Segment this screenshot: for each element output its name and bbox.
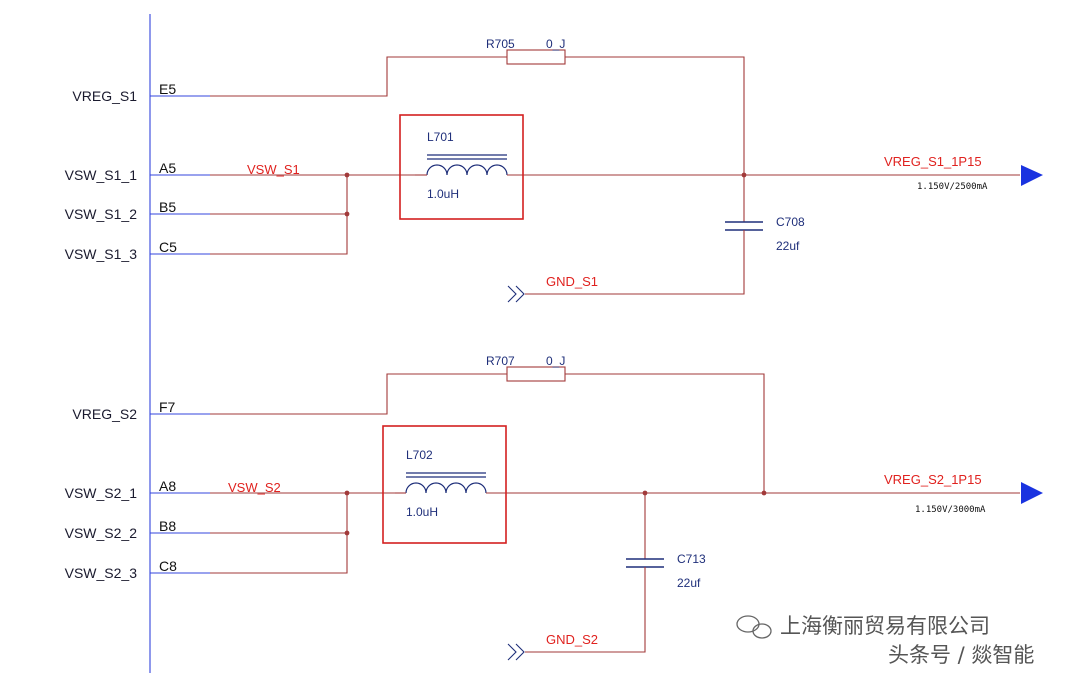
inductor-ref: L701 [427, 130, 454, 144]
resistor-r705 [506, 49, 566, 65]
junction-dot [344, 211, 350, 217]
ground-arrow-icon [515, 643, 525, 661]
pin-name: VREG_S2 [72, 406, 137, 422]
resistor-ref: R707 [486, 354, 515, 368]
output-arrow-icon [1021, 482, 1043, 504]
inductor-highlight-box [382, 425, 507, 544]
capacitor-value: 22uf [677, 576, 701, 590]
junction-dot [344, 172, 350, 178]
inductor-highlight-box [399, 114, 524, 220]
ground-arrow-icon [507, 285, 517, 303]
feedback-wire-s2 [210, 373, 507, 415]
pin-name: VSW_S2_2 [65, 525, 138, 541]
net-label: VSW_S1 [247, 162, 300, 177]
watermark-account: 头条号 / 燚智能 [888, 643, 1034, 667]
pin-number: C8 [159, 558, 177, 574]
junction-dot [761, 490, 767, 496]
section-2: VREG_S2 F7 VSW_S2_1 A8 VSW_S2_2 B8 VSW_S… [65, 354, 1043, 661]
pin-number: F7 [159, 399, 176, 415]
feedback-wire-s1-right [565, 56, 745, 175]
pin-name: VSW_S2_3 [65, 565, 138, 581]
ground-arrow-icon [515, 285, 525, 303]
net-label: GND_S2 [546, 632, 598, 647]
capacitor-value: 22uf [776, 239, 800, 253]
net-label: VSW_S2 [228, 480, 281, 495]
pin-number: C5 [159, 239, 177, 255]
pin-name: VSW_S1_3 [65, 246, 138, 262]
resistor-value: 0_J [546, 37, 565, 51]
pin-number: A8 [159, 478, 176, 494]
gnd-s1-wire [525, 230, 745, 295]
vsw-s1-3-wire [210, 175, 348, 255]
capacitor-ref: C713 [677, 552, 706, 566]
pin-name: VSW_S1_2 [65, 206, 138, 222]
output-spec: 1.150V/2500mA [917, 182, 988, 192]
net-label: GND_S1 [546, 274, 598, 289]
gnd-s2-wire [525, 567, 646, 653]
watermark-company: 上海衡丽贸易有限公司 [780, 614, 990, 638]
resistor-value: 0_J [546, 354, 565, 368]
pin-number: A5 [159, 160, 176, 176]
vsw-s2-3-wire [210, 493, 348, 574]
pin-name: VREG_S1 [72, 88, 137, 104]
pin-name: VSW_S1_1 [65, 167, 138, 183]
resistor-ref: R705 [486, 37, 515, 51]
capacitor-ref: C708 [776, 215, 805, 229]
section-1: VREG_S1 E5 VSW_S1_1 A5 VSW_S1_2 B5 VSW_S… [65, 37, 1043, 303]
inductor-value: 1.0uH [427, 187, 459, 201]
output-arrow-icon [1021, 165, 1043, 186]
watermark: 上海衡丽贸易有限公司 头条号 / 燚智能 [736, 614, 1034, 667]
feedback-wire-s1 [210, 56, 507, 97]
output-net-label: VREG_S1_1P15 [884, 154, 982, 169]
pin-number: E5 [159, 81, 176, 97]
wechat-icon [736, 615, 772, 639]
junction-dot [344, 530, 350, 536]
pin-number: B5 [159, 199, 176, 215]
inductor-value: 1.0uH [406, 505, 438, 519]
inductor-ref: L702 [406, 448, 433, 462]
ground-arrow-icon [507, 643, 517, 661]
output-net-label: VREG_S2_1P15 [884, 472, 982, 487]
junction-dot [344, 490, 350, 496]
pin-name: VSW_S2_1 [65, 485, 138, 501]
feedback-wire-s2-right [565, 373, 765, 493]
inductor-l702-coil [405, 482, 487, 494]
pin-number: B8 [159, 518, 176, 534]
inductor-l701-coil [426, 164, 508, 176]
output-spec: 1.150V/3000mA [915, 505, 986, 515]
resistor-r707 [506, 366, 566, 382]
